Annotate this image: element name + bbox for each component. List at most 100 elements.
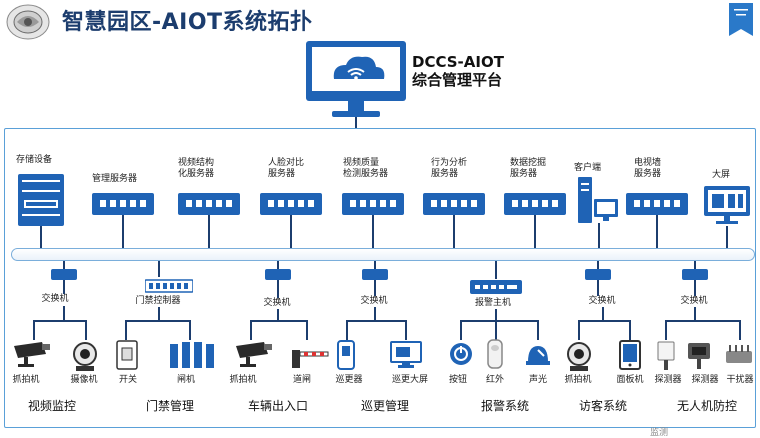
system-frame: [4, 128, 756, 428]
patrol-switch-label: 交换机: [360, 296, 388, 306]
link-behavior: [453, 215, 455, 248]
server-label-storage: 存储设备: [16, 155, 53, 165]
behavior-server-icon: [423, 193, 485, 215]
visitor-stem: [597, 280, 599, 296]
server-label-video-quality: 视频质量 检测服务器: [343, 158, 389, 179]
alarm-branch: [460, 320, 538, 322]
management-server-icon: [92, 193, 154, 215]
vehicle-stem: [277, 280, 279, 298]
drone-branch-up: [694, 307, 696, 321]
link-management: [122, 215, 124, 248]
visitor-branch: [578, 320, 630, 322]
vehicle-branch-up: [277, 309, 279, 321]
video-branch-left: [33, 320, 35, 340]
access-branch-right: [189, 320, 191, 340]
dome-camera-icon: [70, 340, 100, 378]
link-tv-wall: [656, 215, 658, 248]
data-mining-server-icon: [504, 193, 566, 215]
alarm-branch-mid: [495, 320, 497, 340]
vehicle-switch-icon: [265, 269, 291, 280]
link-client: [598, 223, 600, 248]
link-big-screen: [726, 226, 728, 248]
patrol-device-icon: [337, 340, 355, 374]
alarm-branch-left: [460, 320, 462, 340]
big-screen-icon: [704, 186, 750, 230]
drone-switch-icon: [682, 269, 708, 280]
device-label-camera: 摄像机: [70, 375, 98, 385]
subsystem-name-access: 门禁管理: [145, 399, 195, 413]
detector-2-icon: [686, 341, 712, 375]
storage-device-icon: [18, 174, 64, 230]
video-structuring-server-icon: [178, 193, 240, 215]
server-label-client: 客户端: [574, 163, 602, 173]
client-pc-icon: [578, 177, 618, 227]
drone-stem: [694, 280, 696, 296]
drone-branch-left: [665, 320, 667, 340]
turnstile-icon: [170, 340, 216, 372]
access-branch: [125, 320, 190, 322]
device-label-capture-2: 抓拍机: [229, 375, 257, 385]
device-label-button: 按钮: [448, 375, 468, 385]
device-label-barrier: 道闸: [292, 375, 312, 385]
platform-label: DCCS-AIOT 综合管理平台: [412, 53, 504, 89]
vehicle-branch-left: [250, 320, 252, 340]
video-branch-up: [63, 306, 65, 321]
device-label-siren: 声光: [528, 375, 548, 385]
patrol-branch-left: [346, 320, 348, 340]
link-hub-drone: [694, 261, 696, 269]
switch-panel-icon: [116, 340, 138, 374]
vehicle-branch: [250, 320, 307, 322]
subsystem-name-patrol: 巡更管理: [360, 399, 410, 413]
watermark-text: 监测: [650, 428, 669, 438]
link-storage: [40, 226, 42, 248]
device-label-infrared: 红外: [485, 375, 505, 385]
server-label-management: 管理服务器: [92, 174, 138, 184]
alarm-host-label: 报警主机: [474, 298, 512, 308]
face-compare-server-icon: [260, 193, 322, 215]
patrol-branch-up: [374, 307, 376, 321]
subsystem-name-drone: 无人机防控: [676, 399, 738, 413]
detector-1-icon: [656, 341, 676, 375]
server-label-big-screen: 大屏: [712, 170, 731, 180]
device-label-detector-1: 探测器: [654, 375, 682, 385]
device-label-patrol-reader: 巡更器: [335, 375, 363, 385]
drone-branch-right: [739, 320, 741, 340]
device-label-gate: 闸机: [176, 375, 196, 385]
device-label-panel: 面板机: [616, 375, 644, 385]
panel-terminal-icon: [619, 340, 641, 374]
patrol-stem: [374, 280, 376, 296]
server-label-tv-wall: 电视墙 服务器: [634, 158, 662, 179]
vehicle-switch-label: 交换机: [263, 298, 291, 308]
access-controller-label: 门禁控制器: [135, 296, 181, 306]
drone-switch-label: 交换机: [680, 296, 708, 306]
siren-icon: [524, 342, 552, 370]
visitor-camera-icon: [564, 340, 594, 378]
patrol-screen-icon: [390, 341, 422, 373]
alarm-stem: [495, 309, 497, 321]
platform-link: [355, 117, 357, 128]
bookmark-badge-icon: [729, 3, 753, 36]
platform-monitor-icon: [304, 39, 408, 123]
link-hub-access: [158, 261, 160, 277]
logo: [4, 2, 52, 42]
network-bus: [11, 248, 755, 261]
link-face-compare: [290, 215, 292, 248]
device-label-patrol-screen: 巡更大屏: [391, 375, 429, 385]
visitor-switch-icon: [585, 269, 611, 280]
bullet-camera-icon: [10, 340, 54, 374]
alarm-branch-right: [537, 320, 539, 340]
server-label-data-mining: 数据挖掘 服务器: [510, 158, 547, 179]
subsystem-name-alarm: 报警系统: [480, 399, 530, 413]
access-controller-icon: [144, 277, 194, 299]
device-label-capture-3: 抓拍机: [564, 375, 592, 385]
drone-branch: [665, 320, 740, 322]
link-hub-alarm: [495, 261, 497, 279]
device-label-capture-1: 抓拍机: [12, 375, 40, 385]
tv-wall-server-icon: [626, 193, 688, 215]
server-label-behavior: 行为分析 服务器: [431, 158, 468, 179]
device-label-switch: 开关: [118, 375, 138, 385]
video-switch-icon: [51, 269, 77, 280]
access-stem: [158, 307, 160, 321]
video-switch-stem: [63, 280, 65, 294]
page-title: 智慧园区-AIOT系统拓扑: [62, 10, 313, 35]
